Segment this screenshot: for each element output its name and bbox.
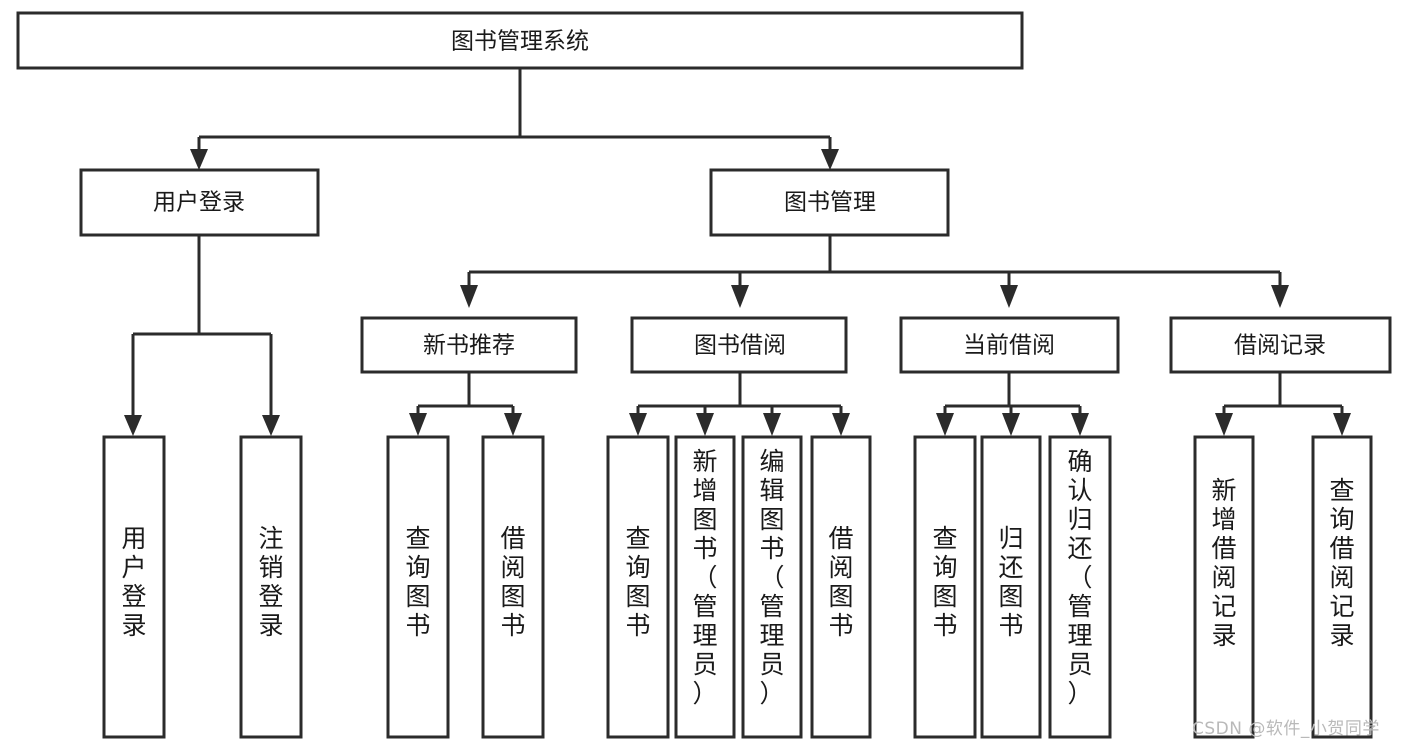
node-book-manage-box[interactable] [709,168,950,237]
node-current-borrow[interactable]: 当前借阅 [899,316,1120,374]
arrow-to-leaf-query-record [1333,413,1351,436]
node-leaf-return-book-box[interactable] [980,435,1042,739]
node-leaf-return-book[interactable]: 归还图书 [980,435,1042,739]
node-leaf-query-record[interactable]: 查询借阅记录 [1311,435,1373,739]
node-leaf-borrow-book-2-label: 借阅图书 [828,524,853,640]
arrow-to-borrow-record [1271,285,1289,308]
node-leaf-edit-book-label: 编辑图书（管理员） [759,447,784,708]
node-new-book-recommend-label: 新书推荐 [423,333,515,359]
node-leaf-confirm-return[interactable]: 确认归还（管理员） [1048,435,1112,739]
node-new-book-recommend-box[interactable] [360,316,578,374]
node-user-login[interactable]: 用户登录 [79,168,320,237]
connector-group-borrow-record [1215,372,1351,436]
node-leaf-query-record-label: 查询借阅记录 [1329,476,1354,650]
node-leaf-borrow-book-2[interactable]: 借阅图书 [810,435,872,739]
node-borrow-record-label: 借阅记录 [1234,333,1326,359]
node-leaf-add-record-box[interactable] [1193,435,1255,739]
node-leaf-query-book-1[interactable]: 查询图书 [386,435,450,739]
node-leaf-query-book-3-label: 查询图书 [932,524,957,640]
node-leaf-borrow-book-1[interactable]: 借阅图书 [481,435,545,739]
node-book-borrow-label: 图书借阅 [694,333,786,359]
arrow-to-leaf-query-book-2 [629,413,647,436]
arrow-to-leaf-logout-login [262,415,280,436]
arrow-to-book-manage [821,149,839,170]
node-leaf-add-book-label: 新增图书（管理员） [692,447,717,708]
arrow-to-leaf-confirm-return [1071,413,1089,436]
node-leaf-query-record-box[interactable] [1311,435,1373,739]
node-user-login-box[interactable] [79,168,320,237]
node-new-book-recommend[interactable]: 新书推荐 [360,316,578,374]
node-leaf-query-book-3-box[interactable] [913,435,977,739]
node-root[interactable]: 图书管理系统 [16,11,1024,70]
node-leaf-add-book-box[interactable] [674,435,736,739]
connector-group-book-manage [460,235,1289,308]
node-root-label: 图书管理系统 [451,29,589,55]
arrow-to-current-borrow [1000,285,1018,308]
connector-group-user-login [124,235,280,436]
node-leaf-query-book-1-box[interactable] [386,435,450,739]
arrow-to-leaf-edit-book [763,413,781,436]
node-leaf-logout-login[interactable]: 注销登录 [239,435,303,739]
node-leaf-edit-book[interactable]: 编辑图书（管理员） [741,435,803,739]
arrow-to-new-book-recommend [460,285,478,308]
node-book-manage-label: 图书管理 [784,190,876,216]
node-leaf-query-book-2[interactable]: 查询图书 [606,435,670,739]
arrow-to-leaf-user-login [124,415,142,436]
node-leaf-borrow-book-2-box[interactable] [810,435,872,739]
arrow-to-leaf-add-book [696,413,714,436]
arrow-to-leaf-borrow-book-2 [832,413,850,436]
node-book-borrow[interactable]: 图书借阅 [630,316,848,374]
node-leaf-confirm-return-label: 确认归还（管理员） [1067,447,1092,708]
node-leaf-return-book-label: 归还图书 [998,524,1023,640]
node-leaf-logout-login-box[interactable] [239,435,303,739]
arrow-to-leaf-query-book-1 [409,413,427,436]
arrow-to-leaf-query-book-3 [936,413,954,436]
node-user-login-label: 用户登录 [153,190,245,216]
node-leaf-edit-book-box[interactable] [741,435,803,739]
node-leaf-add-book[interactable]: 新增图书（管理员） [674,435,736,739]
node-book-borrow-box[interactable] [630,316,848,374]
connector-group-current-borrow [936,372,1089,436]
connector-group-book-borrow [629,372,850,436]
node-leaf-query-book-2-label: 查询图书 [625,524,650,640]
node-borrow-record-box[interactable] [1169,316,1392,374]
node-leaf-logout-login-label: 注销登录 [258,524,283,640]
connector-group-root [190,68,839,170]
node-leaf-add-record-label: 新增借阅记录 [1211,476,1236,650]
node-leaf-borrow-book-1-label: 借阅图书 [500,524,525,640]
arrow-to-user-login [190,149,208,170]
node-leaf-add-record[interactable]: 新增借阅记录 [1193,435,1255,739]
arrow-to-leaf-add-record [1215,413,1233,436]
connector-group-new-book-recommend [409,372,522,436]
node-borrow-record[interactable]: 借阅记录 [1169,316,1392,374]
node-leaf-user-login-box[interactable] [102,435,166,739]
node-leaf-query-book-3[interactable]: 查询图书 [913,435,977,739]
node-leaf-user-login[interactable]: 用户登录 [102,435,166,739]
arrow-to-book-borrow [731,285,749,308]
node-leaf-borrow-book-1-box[interactable] [481,435,545,739]
node-current-borrow-box[interactable] [899,316,1120,374]
arrow-to-leaf-return-book [1002,413,1020,436]
node-book-manage[interactable]: 图书管理 [709,168,950,237]
node-leaf-user-login-label: 用户登录 [121,524,146,640]
node-leaf-query-book-1-label: 查询图书 [405,524,430,640]
node-root-box[interactable] [16,11,1024,70]
node-current-borrow-label: 当前借阅 [963,333,1055,359]
node-leaf-query-book-2-box[interactable] [606,435,670,739]
node-leaf-confirm-return-box[interactable] [1048,435,1112,739]
arrow-to-leaf-borrow-book-1 [504,413,522,436]
